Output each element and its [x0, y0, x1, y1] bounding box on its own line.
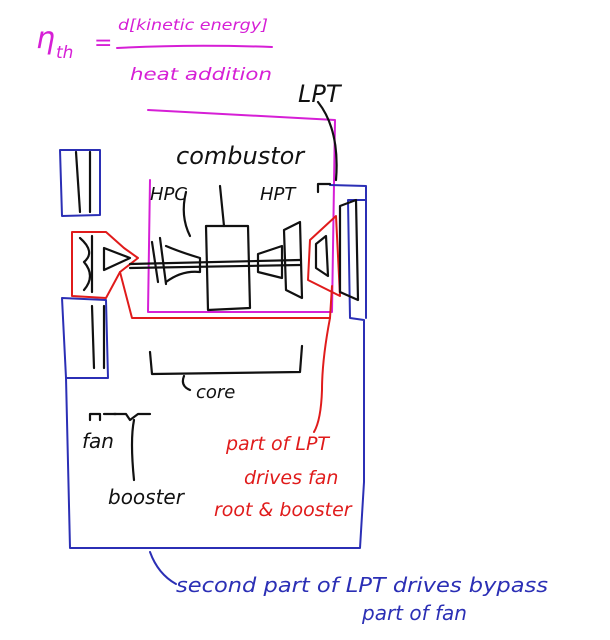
fan-lower-casing — [61, 297, 109, 379]
combustor-block — [204, 224, 252, 312]
hpc-leader — [182, 190, 192, 238]
red-note-line1: part of LPT — [225, 433, 330, 455]
blue-note-line2: part of fan — [361, 601, 467, 625]
main-shaft — [128, 258, 302, 270]
hpt-turbine — [256, 244, 284, 280]
blue-note-leader — [149, 551, 177, 585]
fan-bracket — [88, 412, 118, 422]
label-combustor: combustor — [176, 142, 306, 170]
equals-sign: = — [94, 31, 112, 56]
outer-bypass-duct — [65, 199, 367, 549]
fan-blade-upper — [74, 150, 92, 214]
lpt-outer-blade — [338, 198, 360, 302]
eta-symbol: η — [36, 21, 55, 56]
lpt-stage-highlight — [307, 215, 341, 297]
booster-leader — [130, 418, 136, 482]
label-booster: booster — [108, 485, 186, 509]
thermal-efficiency-equation: η th = d[kinetic energy] heat addition — [36, 16, 273, 85]
label-core: core — [196, 382, 235, 403]
equation-numerator: d[kinetic energy] — [118, 16, 268, 34]
fan-upper-casing — [59, 149, 101, 217]
red-note-line3: root & booster — [214, 499, 353, 521]
red-note-line2: drives fan — [244, 467, 338, 489]
booster-lpt-highlight — [71, 215, 341, 433]
eta-subscript: th — [56, 43, 73, 63]
fan-root-highlight — [71, 231, 139, 299]
inner-shaft-highlight — [119, 271, 333, 319]
lpt-inner-blade — [314, 234, 330, 278]
label-fan: fan — [82, 429, 114, 453]
fraction-bar — [116, 44, 273, 49]
equation-denominator: heat addition — [130, 65, 272, 85]
hpc-inlet-blades — [150, 236, 168, 286]
core-bracket — [148, 344, 304, 376]
fan-blade-lower — [90, 304, 106, 370]
lpt-leader — [316, 100, 338, 182]
lpt-casing-top — [329, 184, 367, 203]
blue-note-line1: second part of LPT drives bypass — [176, 573, 548, 597]
combustor-leader — [218, 184, 226, 228]
label-hpt: HPT — [260, 184, 297, 205]
fan-hub — [78, 236, 92, 292]
hpc-compressor — [164, 244, 202, 284]
hpt-blade — [282, 220, 304, 300]
booster-bracket — [112, 412, 152, 422]
label-hpc: HPC — [150, 184, 187, 205]
leader-to-red-note — [313, 317, 331, 433]
engine-casing-outline — [59, 149, 367, 549]
core-bracket-tick — [181, 374, 192, 392]
label-lpt: LPT — [298, 80, 343, 108]
engine-components — [74, 100, 360, 482]
hpt-leader — [316, 182, 332, 194]
booster-cone — [102, 246, 132, 272]
core-control-volume-outline — [147, 109, 336, 313]
